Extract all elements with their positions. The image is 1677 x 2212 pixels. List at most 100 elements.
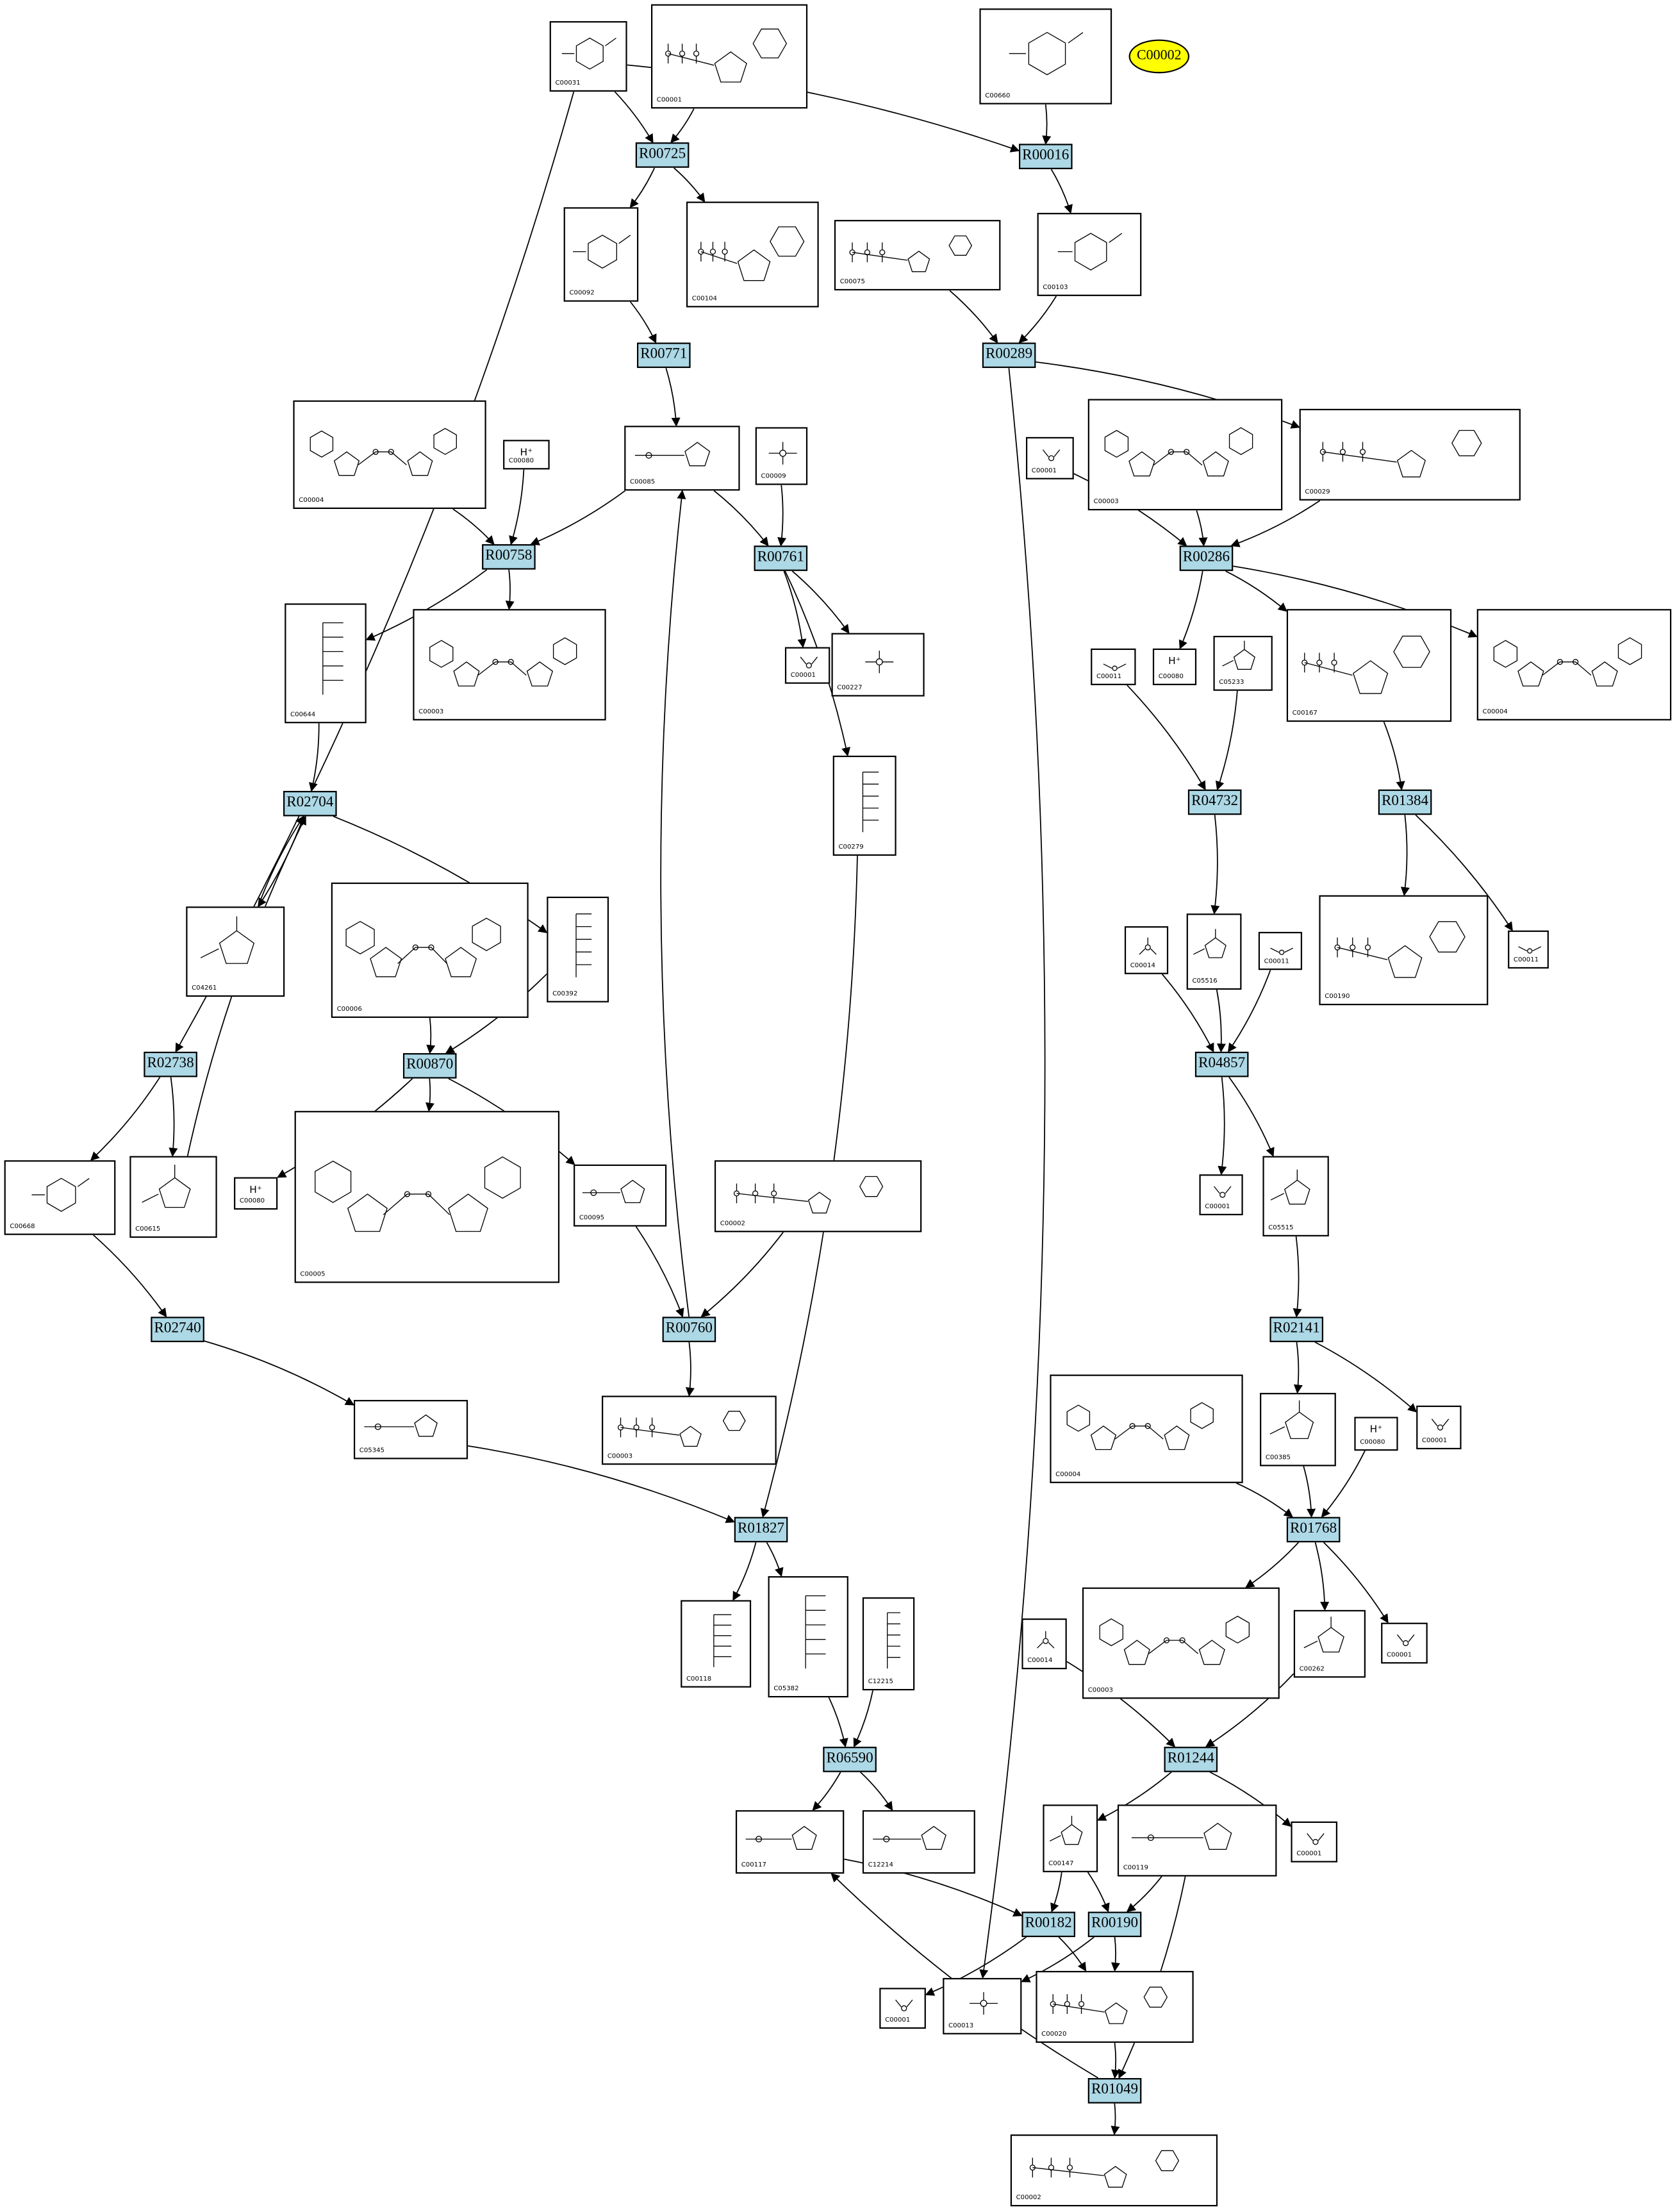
reaction-r00761[interactable]: R00761 (754, 545, 808, 571)
compound-c00004b[interactable]: C00004 (1476, 609, 1672, 720)
reaction-r02740[interactable]: R02740 (151, 1317, 204, 1342)
compound-c00118[interactable]: C00118 (681, 1600, 752, 1688)
compound-c00080c[interactable]: H⁺C00080 (234, 1177, 278, 1210)
reaction-r00771[interactable]: R00771 (637, 342, 691, 369)
compound-c00011c[interactable]: C00011 (1258, 931, 1303, 970)
compound-id-label: C00385 (1265, 1454, 1291, 1462)
structure-diagram (429, 637, 577, 686)
reaction-r02141[interactable]: R02141 (1269, 1317, 1324, 1342)
compound-c00029[interactable]: C00029 (1299, 408, 1521, 501)
reaction-r00016[interactable]: R00016 (1018, 144, 1073, 169)
compound-c12214[interactable]: C12214 (862, 1810, 975, 1874)
compound-c00167[interactable]: C00167 (1286, 609, 1452, 722)
compound-c00668[interactable]: C00668 (4, 1160, 116, 1235)
compound-c00117[interactable]: C00117 (735, 1810, 845, 1874)
compound-c00020[interactable]: C00020 (1036, 1970, 1194, 2043)
compound-c00385[interactable]: C00385 (1260, 1393, 1336, 1467)
compound-c00003c[interactable]: C00003 (602, 1395, 777, 1465)
reaction-r02738[interactable]: R02738 (144, 1051, 197, 1077)
reaction-r02704[interactable]: R02704 (283, 790, 337, 817)
structure-diagram (1057, 233, 1123, 270)
edge-c00006-to-r00870 (426, 1017, 436, 1054)
reaction-r01384[interactable]: R01384 (1378, 789, 1432, 815)
compound-c00080d[interactable]: H⁺C00080 (1354, 1417, 1398, 1451)
compound-c00011b[interactable]: C00011 (1508, 930, 1549, 969)
compound-c00009[interactable]: C00009 (755, 427, 808, 485)
compound-c05233[interactable]: C05233 (1213, 635, 1273, 691)
compound-c00004c[interactable]: C00004 (1050, 1374, 1243, 1483)
compound-c00001e[interactable]: C00001 (1416, 1405, 1462, 1450)
reaction-r00760[interactable]: R00760 (662, 1317, 716, 1342)
edge-r00870-to-c00005 (425, 1078, 434, 1112)
compound-c12215[interactable]: C12215 (862, 1597, 915, 1691)
compound-c05515[interactable]: C05515 (1262, 1156, 1329, 1236)
compound-c00001b[interactable]: C00001 (1025, 437, 1074, 479)
compound-c00092[interactable]: C00092 (563, 207, 639, 302)
compound-c00004a[interactable]: C00004 (293, 400, 486, 510)
compound-c00001g[interactable]: C00001 (1291, 1821, 1338, 1863)
compound-c00075[interactable]: C00075 (834, 220, 1001, 291)
compound-c00002b[interactable]: C00002 (1010, 2134, 1218, 2207)
compound-c00147[interactable]: C00147 (1043, 1804, 1098, 1872)
compound-id-label: C00103 (1043, 285, 1068, 292)
edge-c00075-to-r00289 (949, 290, 998, 344)
edge-r01768-to-c00262 (1314, 1542, 1330, 1611)
compound-c00006[interactable]: C00006 (331, 882, 529, 1019)
compound-c05345[interactable]: C05345 (353, 1400, 468, 1459)
compound-c00001f[interactable]: C00001 (1381, 1622, 1428, 1664)
compound-c00001a[interactable]: C00001 (651, 4, 808, 109)
compound-c00660[interactable]: C00660 (979, 8, 1112, 104)
compound-c00227[interactable]: C00227 (831, 633, 925, 697)
compound-c00003b[interactable]: C00003 (413, 609, 606, 720)
compound-c00104[interactable]: C00104 (686, 201, 819, 308)
reaction-r04857[interactable]: R04857 (1194, 1051, 1249, 1077)
edge-r00760-to-c00003c (685, 1342, 695, 1397)
compound-c00095[interactable]: C00095 (574, 1164, 667, 1227)
compound-c00001c[interactable]: C00001 (784, 647, 830, 684)
reaction-r00758[interactable]: R00758 (482, 544, 536, 570)
compound-c00002a[interactable]: C00002 (714, 1160, 922, 1233)
compound-c00011a[interactable]: C00011 (1091, 648, 1136, 685)
compound-c00001h[interactable]: C00001 (879, 1988, 926, 2029)
compound-c00001d[interactable]: C00001 (1199, 1174, 1243, 1215)
reaction-r01244[interactable]: R01244 (1164, 1747, 1218, 1772)
reaction-r01049[interactable]: R01049 (1087, 2078, 1142, 2104)
reaction-r00289[interactable]: R00289 (982, 342, 1036, 369)
compound-c00103[interactable]: C00103 (1037, 213, 1142, 296)
compound-c00014a[interactable]: C00014 (1124, 926, 1169, 974)
compound-c00013[interactable]: C00013 (943, 1977, 1022, 2034)
reaction-r00725[interactable]: R00725 (635, 142, 690, 168)
compound-c04261[interactable]: C04261 (186, 906, 285, 997)
compound-c00190[interactable]: C00190 (1319, 895, 1489, 1006)
compound-c00080a[interactable]: H⁺C00080 (503, 440, 550, 470)
compound-id-label: C05345 (359, 1447, 384, 1455)
reaction-r06590[interactable]: R06590 (823, 1747, 877, 1772)
compound-c00003a[interactable]: C00003 (1087, 399, 1283, 511)
reaction-r00870[interactable]: R00870 (402, 1053, 457, 1079)
reaction-r00182[interactable]: R00182 (1021, 1911, 1075, 1938)
compound-c00003d[interactable]: C00003 (1082, 1587, 1280, 1699)
edge-c00147-to-r00190 (1087, 1872, 1110, 1913)
compound-c00279[interactable]: C00279 (832, 755, 896, 856)
structure-diagram (561, 37, 616, 70)
compound-c00080b[interactable]: H⁺C00080 (1152, 648, 1197, 685)
compound-c00085[interactable]: C00085 (624, 426, 740, 491)
compound-c00119[interactable]: C00119 (1117, 1804, 1277, 1877)
compound-c00014b[interactable]: C00014 (1021, 1618, 1067, 1670)
compound-c00005[interactable]: C00005 (294, 1111, 560, 1283)
highlight-node-c00002[interactable]: C00002 (1128, 39, 1190, 74)
compound-c00262[interactable]: C00262 (1293, 1609, 1366, 1678)
compound-c05516[interactable]: C05516 (1186, 913, 1242, 990)
compound-id-label: C12214 (868, 1862, 893, 1870)
reaction-r04732[interactable]: R04732 (1187, 789, 1242, 815)
reaction-r00190[interactable]: R00190 (1087, 1911, 1142, 1938)
reaction-r01768[interactable]: R01768 (1286, 1517, 1341, 1543)
compound-c00031[interactable]: C00031 (549, 21, 627, 92)
compound-c00644[interactable]: C00644 (285, 603, 367, 724)
reaction-r00286[interactable]: R00286 (1179, 545, 1234, 571)
compound-c05382[interactable]: C05382 (768, 1576, 848, 1698)
compound-c00615[interactable]: C00615 (129, 1156, 217, 1238)
compound-c00392[interactable]: C00392 (547, 896, 609, 1002)
reaction-r01827[interactable]: R01827 (734, 1517, 788, 1543)
